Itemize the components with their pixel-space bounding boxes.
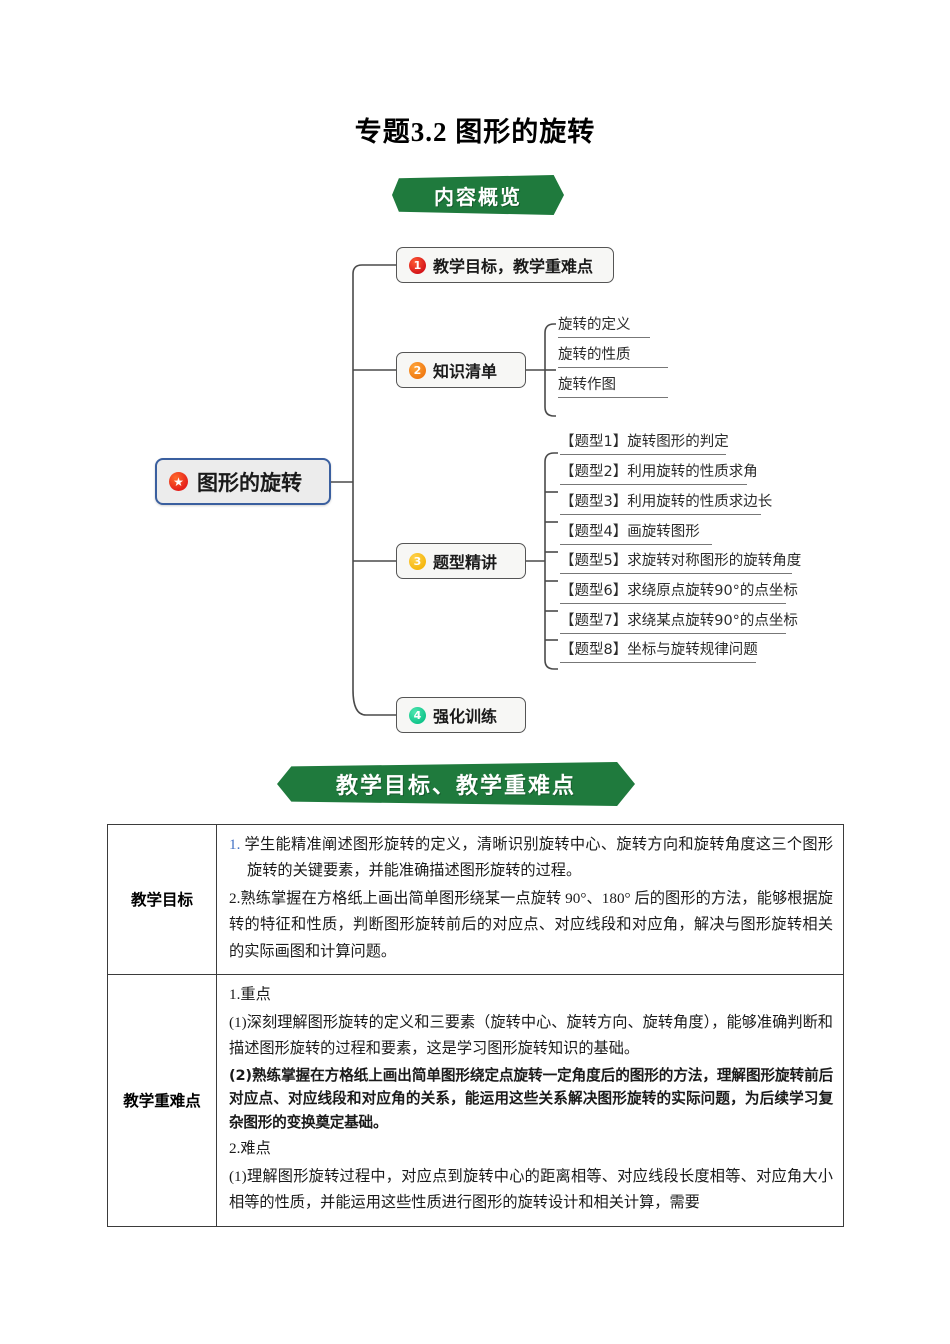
row-label-key-difficult: 教学重难点 xyxy=(107,973,217,1227)
key-point-heading: 1.重点 xyxy=(229,985,271,1003)
difficult-point-1: (1)理解图形旋转过程中，对应点到旋转中心的距离相等、对应线段长度相等、对应角大… xyxy=(229,1168,833,1212)
key-point-2: (2)熟练掌握在方格纸上画出简单图形绕定点旋转一定角度后的图形的方法，理解图形旋… xyxy=(229,1067,833,1131)
banner-objectives-label: 教学目标、教学重难点 xyxy=(335,774,576,799)
star-icon: ★ xyxy=(169,472,188,491)
banner-overview: 内容概览 xyxy=(392,175,564,215)
page-title: 专题3.2 图形的旋转 xyxy=(354,117,596,147)
difficult-point-heading: 2.难点 xyxy=(229,1140,271,1158)
mindmap-leaf-item[interactable]: 【题型6】求绕原点旋转90°的点坐标 xyxy=(560,579,798,604)
mindmap-node-training[interactable]: 4 强化训练 xyxy=(396,697,526,733)
mindmap-node-knowledge-list[interactable]: 2 知识清单 xyxy=(396,352,526,388)
mindmap: ★ 图形的旋转 1 教学目标，教学重难点 2 知识清单 旋转的定义 旋转的性质 … xyxy=(0,230,950,750)
mindmap-node-problem-types[interactable]: 3 题型精讲 xyxy=(396,543,526,579)
badge-number-2: 2 xyxy=(409,361,426,379)
row-content-objectives: 1. 学生能精准阐述图形旋转的定义，清晰识别旋转中心、旋转方向和旋转角度这三个图… xyxy=(216,824,844,975)
mindmap-root-label: 图形的旋转 xyxy=(197,470,302,495)
banner-objectives: 教学目标、教学重难点 xyxy=(277,762,635,806)
mindmap-leaf-item[interactable]: 【题型4】画旋转图形 xyxy=(560,520,712,545)
badge-number-3: 3 xyxy=(409,552,426,570)
mindmap-leaf-item[interactable]: 旋转的定义 xyxy=(558,313,650,338)
mindmap-leaf-item[interactable]: 【题型2】利用旋转的性质求角 xyxy=(560,460,758,485)
mindmap-leaf-item[interactable]: 旋转的性质 xyxy=(558,343,668,368)
mindmap-connectors xyxy=(331,264,558,716)
badge-number-1: 1 xyxy=(409,256,426,274)
objective-item-2-text: 熟练掌握在方格纸上画出简单图形绕某一点旋转 90°、180° 后的图形的方法，能… xyxy=(229,890,833,960)
objective-item-1-text: 学生能精准阐述图形旋转的定义，清晰识别旋转中心、旋转方向和旋转角度这三个图形旋转… xyxy=(240,836,833,880)
mindmap-node-4-label: 强化训练 xyxy=(433,707,498,726)
mindmap-leaf-item[interactable]: 【题型1】旋转图形的判定 xyxy=(560,430,729,455)
table-row: 教学目标 1. 学生能精准阐述图形旋转的定义，清晰识别旋转中心、旋转方向和旋转角… xyxy=(107,824,844,975)
objectives-table: 教学目标 1. 学生能精准阐述图形旋转的定义，清晰识别旋转中心、旋转方向和旋转角… xyxy=(107,824,844,1227)
row-label-objectives: 教学目标 xyxy=(107,824,217,975)
objective-item-1-number: 1. xyxy=(229,836,241,853)
mindmap-leaf-item[interactable]: 【题型8】坐标与旋转规律问题 xyxy=(560,638,758,663)
objective-item-2: 2.熟练掌握在方格纸上画出简单图形绕某一点旋转 90°、180° 后的图形的方法… xyxy=(229,886,833,964)
mindmap-root-node[interactable]: ★ 图形的旋转 xyxy=(155,458,331,505)
mindmap-leaf-item[interactable]: 【题型3】利用旋转的性质求边长 xyxy=(560,490,772,515)
mindmap-node-teaching-objectives[interactable]: 1 教学目标，教学重难点 xyxy=(396,247,614,283)
mindmap-node-1-label: 教学目标，教学重难点 xyxy=(433,257,594,276)
mindmap-leaf-item[interactable]: 旋转作图 xyxy=(558,373,668,398)
row-content-key-difficult: 1.重点 (1)深刻理解图形旋转的定义和三要素（旋转中心、旋转方向、旋转角度），… xyxy=(216,973,844,1227)
key-point-1: (1)深刻理解图形旋转的定义和三要素（旋转中心、旋转方向、旋转角度），能够准确判… xyxy=(229,1013,833,1057)
banner-overview-label: 内容概览 xyxy=(434,184,522,209)
objective-item-1: 1. 学生能精准阐述图形旋转的定义，清晰识别旋转中心、旋转方向和旋转角度这三个图… xyxy=(229,832,833,884)
mindmap-leaf-item[interactable]: 【题型7】求绕某点旋转90°的点坐标 xyxy=(560,609,798,634)
mindmap-node-3-label: 题型精讲 xyxy=(433,553,498,572)
mindmap-node-2-label: 知识清单 xyxy=(433,362,498,381)
table-row: 教学重难点 1.重点 (1)深刻理解图形旋转的定义和三要素（旋转中心、旋转方向、… xyxy=(107,973,844,1227)
mindmap-leaf-item[interactable]: 【题型5】求旋转对称图形的旋转角度 xyxy=(560,549,801,574)
badge-number-4: 4 xyxy=(409,706,426,724)
objective-item-2-number: 2. xyxy=(229,890,241,908)
